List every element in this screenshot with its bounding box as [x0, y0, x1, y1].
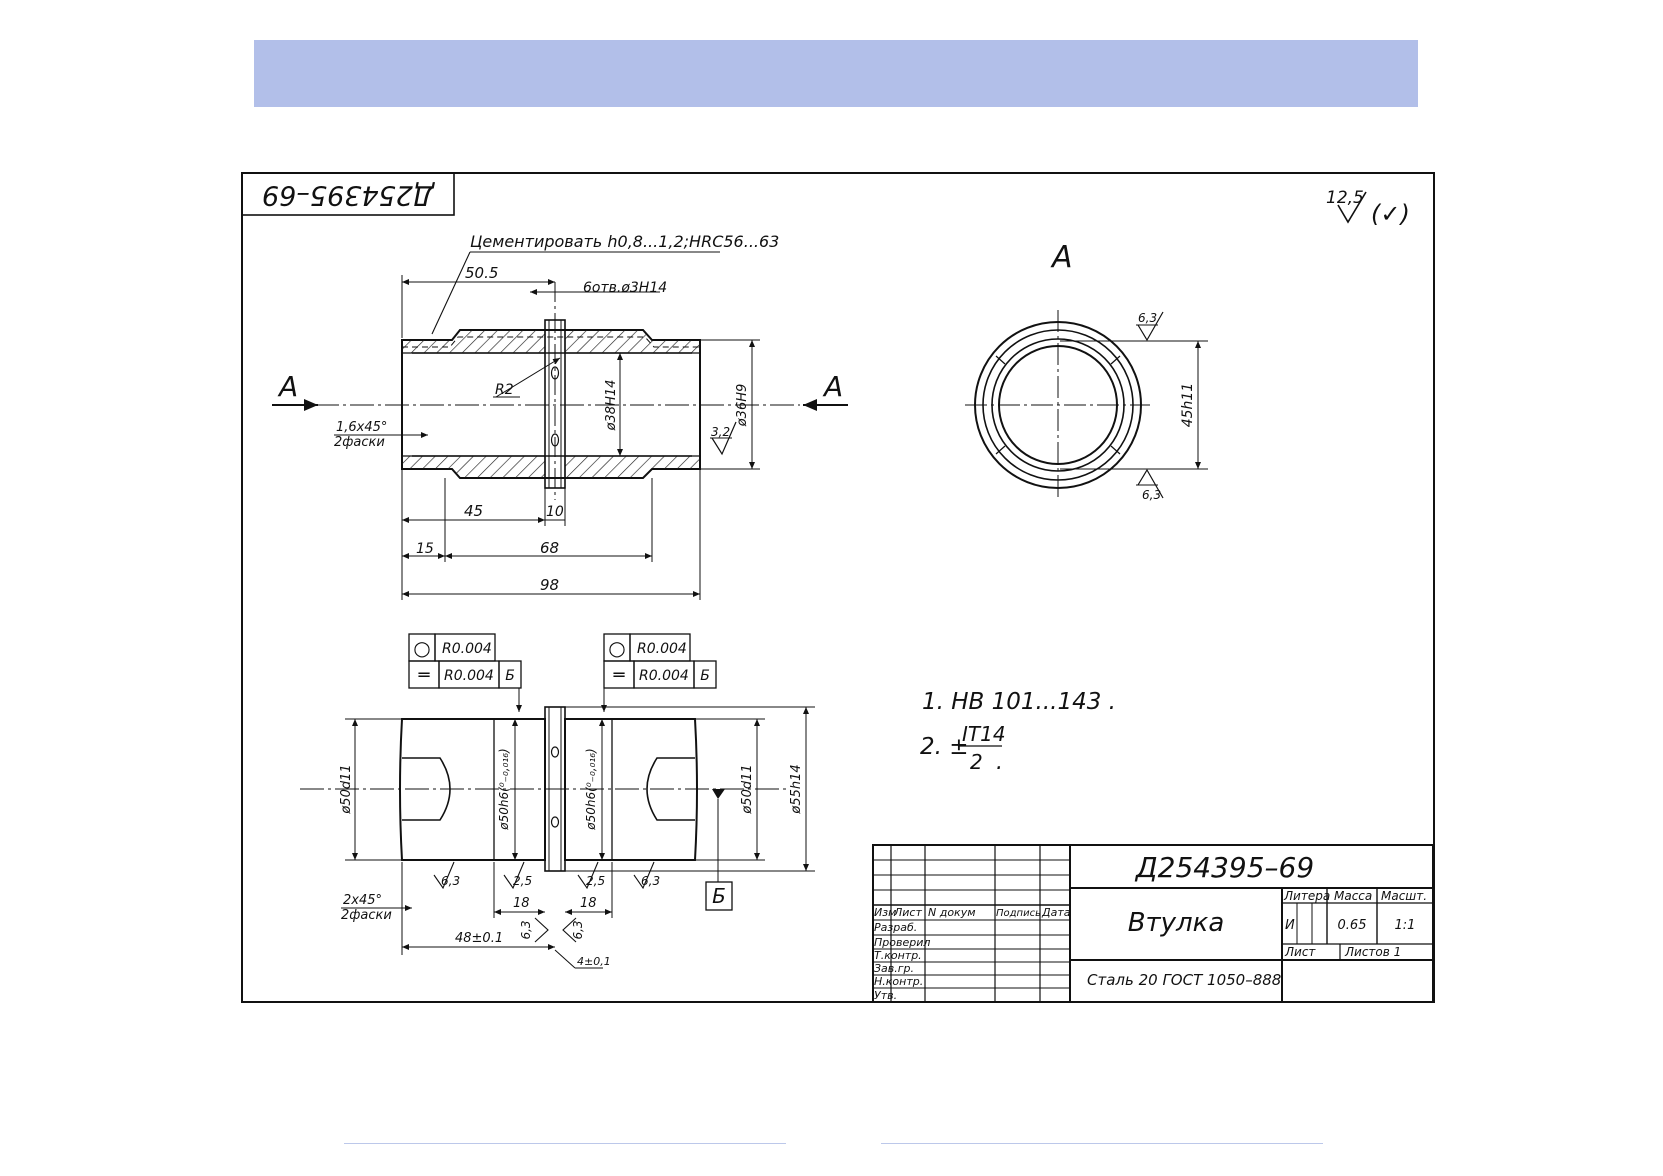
corner-stamp: Д254395–69 [241, 172, 455, 216]
svg-text:2фаски: 2фаски [334, 435, 385, 450]
svg-text:Дата: Дата [1041, 906, 1071, 919]
svg-text:R0.004: R0.004 [442, 641, 492, 657]
svg-text:ø50d11: ø50d11 [740, 764, 755, 814]
svg-text:ø50h6(⁰₋₀,₀₁₆): ø50h6(⁰₋₀,₀₁₆) [497, 748, 511, 830]
svg-text:18: 18 [580, 896, 597, 911]
svg-text:Б: Б [700, 668, 710, 684]
svg-text:18: 18 [513, 896, 530, 911]
note-2-prefix: 2. ± [920, 734, 969, 760]
svg-text:Н.контр.: Н.контр. [874, 975, 923, 988]
svg-text:2х45°: 2х45° [343, 893, 382, 908]
svg-text:ø50d11: ø50d11 [339, 764, 354, 814]
svg-text:○: ○ [608, 636, 625, 660]
tolerance-frames: ○ R0.004 ═ R0.004 Б ○ R0.004 ═ R0.004 Б [408, 633, 717, 712]
svg-text:ø55h14: ø55h14 [789, 764, 804, 814]
svg-text:10: 10 [546, 504, 564, 520]
svg-text:12,5: 12,5 [1326, 188, 1364, 208]
svg-text:.: . [996, 750, 1003, 775]
svg-text:○: ○ [413, 636, 430, 660]
title-material: Сталь 20 ГОСТ 1050–888 [1087, 971, 1281, 989]
svg-text:2фаски: 2фаски [341, 908, 392, 923]
svg-text:R0.004: R0.004 [637, 641, 687, 657]
svg-text:Б: Б [505, 668, 515, 684]
svg-text:(✓): (✓) [1371, 200, 1410, 228]
svg-text:Лист: Лист [893, 906, 922, 919]
technical-notes: 1. HB 101...143 . 2. ± IT14 2 . [920, 689, 1116, 775]
title-designation: Д254395–69 [1134, 851, 1314, 884]
sheet-frame [241, 172, 1435, 1003]
svg-text:45h11: 45h11 [1180, 383, 1196, 428]
svg-text:Подпись: Подпись [996, 908, 1041, 919]
svg-text:3,2: 3,2 [711, 425, 730, 439]
title-block-text: Д254395–69 Втулка Сталь 20 ГОСТ 1050–888… [874, 851, 1427, 1002]
svg-text:2,5: 2,5 [586, 874, 605, 888]
tolerance-frame-3: ○ R0.004 [603, 633, 691, 662]
datum-label: Б [712, 884, 726, 908]
svg-text:6,3: 6,3 [519, 920, 533, 939]
svg-text:ø50h6(⁰₋₀,₀₁₆): ø50h6(⁰₋₀,₀₁₆) [584, 748, 598, 830]
header-banner [254, 40, 1418, 107]
svg-text:И: И [1285, 918, 1295, 933]
roughness-general: 12,5 (✓) [1326, 188, 1410, 228]
tolerance-frame-1: ○ R0.004 [408, 633, 496, 662]
svg-text:IT14: IT14 [962, 722, 1006, 746]
svg-text:═: ═ [418, 665, 431, 686]
svg-text:6,3: 6,3 [1142, 488, 1161, 502]
svg-text:ø38H14: ø38H14 [604, 380, 619, 432]
section-mark-right: A [822, 370, 843, 403]
svg-text:Листов 1: Листов 1 [1344, 945, 1401, 959]
top-view: Цементировать h0,8...1,2;HRC56...63 50.5… [272, 232, 848, 600]
bottom-view: ø50d11 ø50h6(⁰₋₀,₀₁₆) ø50h6(⁰₋₀,₀₁₆) ø50… [300, 706, 815, 969]
svg-text:Разраб.: Разраб. [874, 921, 917, 934]
svg-text:Лист: Лист [1284, 945, 1316, 959]
footer-line-left [344, 1143, 786, 1144]
hatch-lower [401, 455, 546, 479]
svg-text:R0.004: R0.004 [639, 668, 689, 684]
svg-text:4±0,1: 4±0,1 [577, 955, 611, 968]
svg-text:0.65: 0.65 [1338, 918, 1367, 933]
hatch-upper [401, 329, 546, 354]
svg-text:1:1: 1:1 [1395, 918, 1416, 933]
svg-text:Изм: Изм [874, 906, 896, 919]
svg-text:6,3: 6,3 [571, 920, 585, 939]
svg-text:Масса: Масса [1334, 889, 1372, 903]
svg-text:98: 98 [540, 576, 559, 594]
svg-text:1,6х45°: 1,6х45° [336, 420, 387, 435]
title-part-name: Втулка [1128, 908, 1225, 938]
svg-text:45: 45 [464, 502, 483, 520]
title-block [872, 844, 1434, 1003]
svg-text:Т.контр.: Т.контр. [874, 949, 922, 962]
svg-text:R0.004: R0.004 [444, 668, 494, 684]
corner-stamp-text: Д254395–69 [262, 180, 435, 211]
svg-text:N докум: N докум [928, 906, 976, 919]
svg-text:6,3: 6,3 [441, 874, 460, 888]
svg-text:6,3: 6,3 [1138, 311, 1157, 325]
section-mark-left: A [277, 370, 298, 403]
svg-text:ø36H9: ø36H9 [735, 384, 750, 428]
tolerance-frame-4: ═ R0.004 Б [603, 660, 717, 689]
svg-text:Масшт.: Масшт. [1381, 889, 1427, 903]
svg-text:50.5: 50.5 [465, 264, 498, 282]
svg-text:48±0.1: 48±0.1 [455, 931, 503, 946]
svg-text:2,5: 2,5 [513, 874, 532, 888]
svg-text:═: ═ [613, 665, 626, 686]
svg-text:Литера: Литера [1283, 889, 1330, 903]
svg-text:Проверил: Проверил [874, 936, 930, 949]
svg-text:2: 2 [970, 750, 983, 774]
svg-text:Зав.гр.: Зав.гр. [874, 962, 914, 975]
svg-text:6,3: 6,3 [641, 874, 660, 888]
footer-line-right [881, 1143, 1323, 1144]
svg-text:68: 68 [540, 539, 559, 557]
svg-text:Утв.: Утв. [874, 989, 897, 1002]
svg-text:6отв.ø3H14: 6отв.ø3H14 [583, 280, 667, 296]
note-1: 1. HB 101...143 . [922, 689, 1116, 715]
tolerance-frame-2: ═ R0.004 Б [408, 660, 522, 689]
end-view: A 45h11 6,3 6,3 [965, 240, 1208, 502]
svg-text:R2: R2 [495, 382, 514, 398]
svg-text:15: 15 [416, 541, 434, 557]
end-view-title: A [1050, 240, 1073, 275]
carburize-note: Цементировать h0,8...1,2;HRC56...63 [470, 232, 779, 251]
